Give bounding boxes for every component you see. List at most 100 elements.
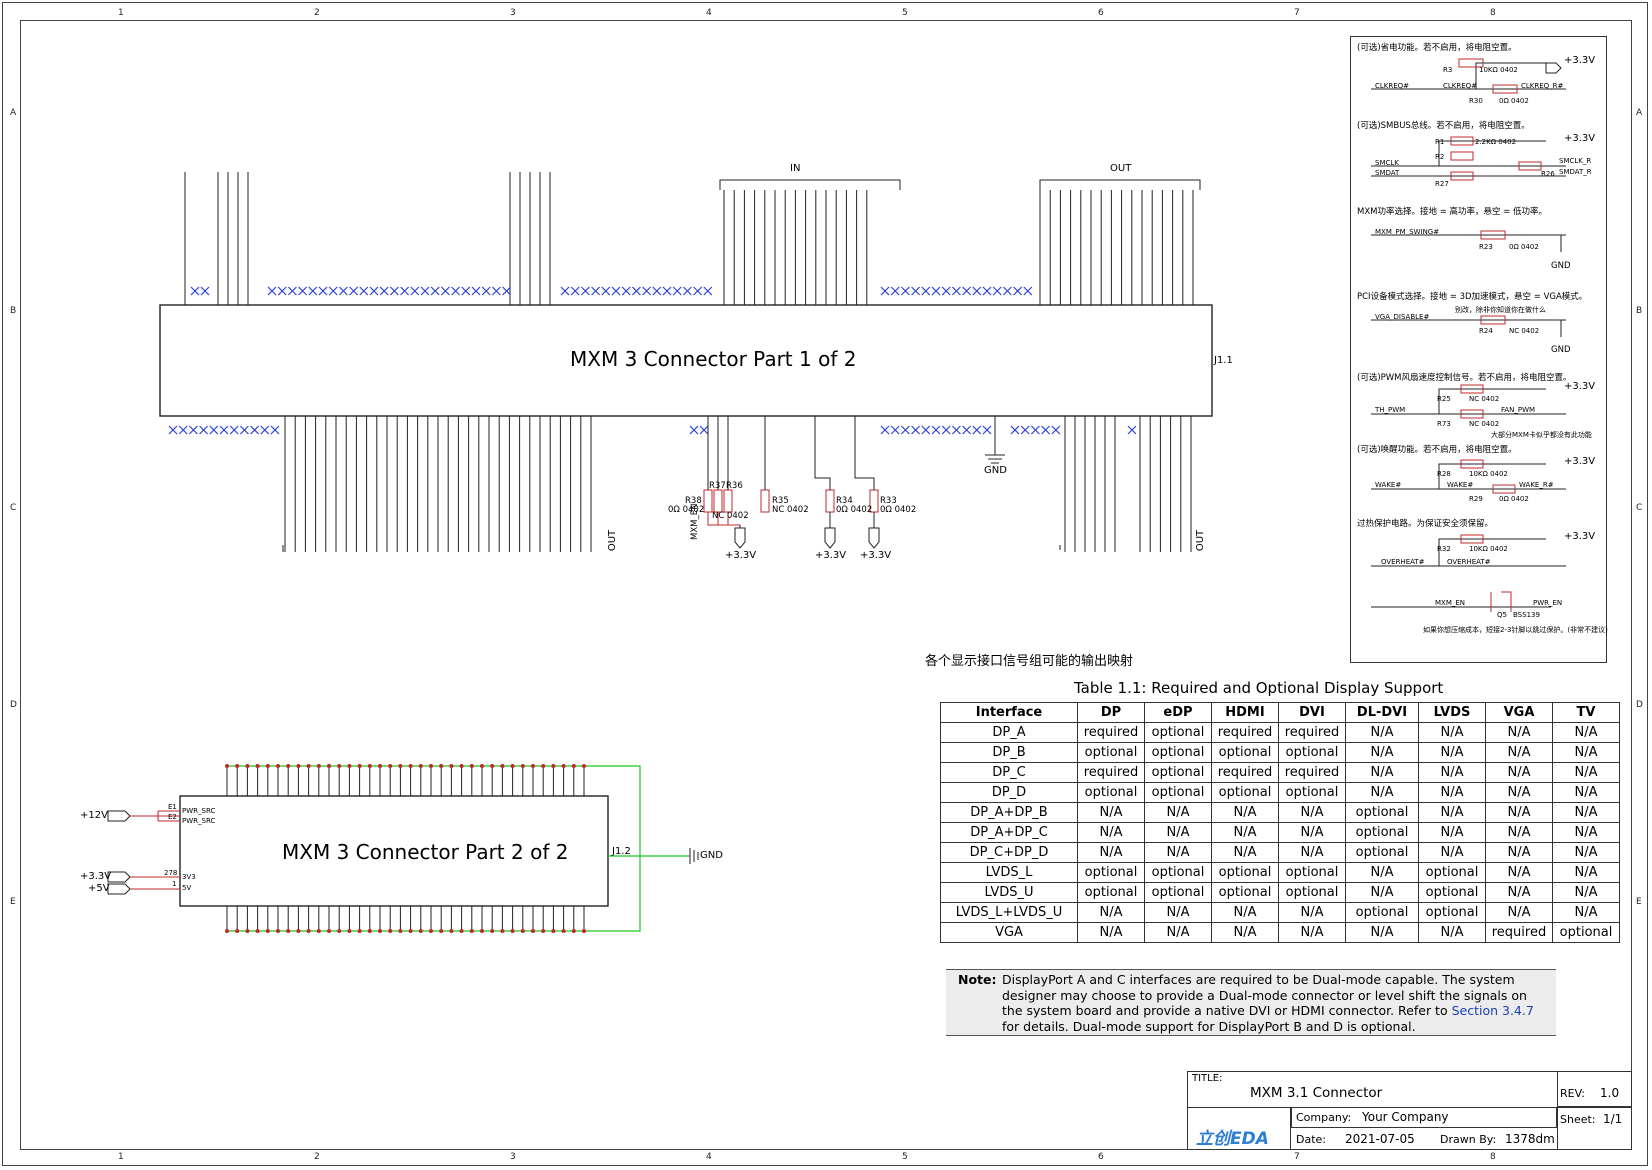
title-block-rev-cell: [1557, 1071, 1632, 1107]
title-block-sheet-cell: [1557, 1107, 1632, 1150]
junction-dot: [561, 929, 566, 933]
note-6-r28: R28: [1437, 470, 1451, 478]
3v3-pin: 3V3: [182, 873, 196, 881]
no-connect-mark: [962, 425, 972, 435]
note-5-r73: R73: [1437, 420, 1451, 428]
table-cell: N/A: [1552, 902, 1620, 923]
no-connect-mark: [951, 425, 961, 435]
junction-dot: [561, 764, 566, 768]
r34-label: R34: [836, 496, 853, 506]
no-connect-mark: [209, 425, 219, 435]
no-connect-mark: [880, 286, 890, 296]
table-cell: optional: [1077, 742, 1145, 763]
no-connect-mark: [1013, 286, 1023, 296]
no-connect-mark: [900, 286, 910, 296]
table-cell: optional: [1278, 782, 1346, 803]
table-cell: N/A: [1418, 742, 1486, 763]
table-cell: optional: [1278, 862, 1346, 883]
table-cell: N/A: [1552, 722, 1620, 743]
no-connect-mark: [400, 286, 410, 296]
note-6-net-b: WAKE#: [1447, 481, 1474, 489]
no-connect-mark: [481, 286, 491, 296]
no-connect-mark: [580, 286, 590, 296]
table-cell: N/A: [1144, 922, 1212, 943]
note-4-net: VGA_DISABLE#: [1375, 313, 1430, 321]
table-cell: N/A: [1211, 822, 1279, 843]
note-5-sub: 大部分MXM卡似乎都没有此功能: [1491, 431, 1592, 439]
section-link[interactable]: Section 3.4.7: [1451, 1003, 1534, 1018]
table-cell: N/A: [1552, 822, 1620, 843]
table-header-cell: HDMI: [1211, 702, 1279, 723]
table-cell: optional: [1211, 882, 1279, 903]
table-cell: N/A: [1278, 842, 1346, 863]
note-2-r2: R2: [1435, 153, 1445, 161]
zone-bottom-6: 6: [1098, 1152, 1104, 1162]
junction-dot: [306, 764, 311, 768]
junction-dot: [439, 929, 444, 933]
pwr-src-pin-1: PWR_SRC: [182, 807, 216, 815]
table-cell: N/A: [1418, 802, 1486, 823]
table-cell: N/A: [1278, 822, 1346, 843]
no-connect-mark: [200, 286, 210, 296]
no-connect-mark: [277, 286, 287, 296]
no-connect-mark: [287, 286, 297, 296]
note-5-text: (可选)PWM风扇速度控制信号。若不启用，将电阻空置。: [1357, 373, 1572, 383]
zone-bottom-8: 8: [1490, 1152, 1496, 1162]
no-connect-mark: [420, 286, 430, 296]
table-cell: N/A: [1345, 722, 1419, 743]
zone-right-D: D: [1636, 700, 1643, 710]
no-connect-mark: [921, 286, 931, 296]
note-1-net-b: CLKREQ#: [1443, 82, 1478, 90]
note-5-net-th: TH_PWM: [1375, 406, 1406, 414]
table-cell: optional: [1077, 862, 1145, 883]
junction-dot: [500, 929, 505, 933]
no-connect-mark: [631, 286, 641, 296]
no-connect-mark: [972, 425, 982, 435]
note-7-rail: +3.3V: [1564, 531, 1596, 542]
r37-label: R37: [709, 481, 726, 491]
zone-bottom-1: 1: [118, 1152, 124, 1162]
table-cell: optional: [1144, 882, 1212, 903]
gnd-label-center: GND: [984, 465, 1007, 476]
table-cell: N/A: [1077, 842, 1145, 863]
zone-top-7: 7: [1294, 8, 1300, 18]
note-4-text: PCI设备模式选择。接地 = 3D加速模式，悬空 = VGA模式。: [1357, 292, 1588, 302]
junction-dot: [276, 929, 280, 933]
junction-dot: [520, 929, 525, 933]
zone-left-B: B: [10, 306, 17, 316]
no-connect-mark: [982, 286, 992, 296]
power-33v: +3.3V: [80, 871, 112, 882]
note-7-net-d: PWR_EN: [1533, 599, 1563, 607]
zone-right-B: B: [1636, 306, 1643, 316]
note-1-net-c: CLKREQ_R#: [1521, 82, 1564, 90]
table-cell: LVDS_L+LVDS_U: [940, 902, 1078, 923]
junction-dot: [408, 764, 413, 768]
table-cell: optional: [1211, 742, 1279, 763]
junction-dot: [286, 929, 291, 933]
table-cell: optional: [1345, 842, 1419, 863]
no-connect-mark: [1041, 425, 1051, 435]
note-1-r3: R3: [1443, 66, 1453, 74]
no-connect-mark: [921, 425, 931, 435]
table-cell: N/A: [1418, 722, 1486, 743]
junction-dot: [327, 929, 331, 933]
no-connect-mark: [962, 286, 972, 296]
note-7-val: 10KΩ 0402: [1469, 545, 1508, 553]
table-cell: N/A: [1144, 822, 1212, 843]
no-connect-mark: [471, 286, 481, 296]
no-connect-mark: [260, 425, 270, 435]
zone-left-A: A: [10, 108, 17, 118]
5v-pin: 5V: [182, 884, 192, 892]
date-label: Date:: [1296, 1133, 1326, 1146]
table-cell: N/A: [1278, 802, 1346, 823]
in-header: IN: [790, 163, 801, 174]
connector-part2-title: MXM 3 Connector Part 2 of 2: [282, 840, 569, 864]
table-cell: N/A: [1485, 802, 1553, 823]
junction-dot: [469, 764, 474, 768]
table-cell: N/A: [1144, 802, 1212, 823]
no-connect-mark: [662, 286, 672, 296]
no-connect-mark: [880, 425, 890, 435]
note-1-rail: +3.3V: [1564, 55, 1596, 66]
note-2-r27: R27: [1435, 180, 1449, 188]
